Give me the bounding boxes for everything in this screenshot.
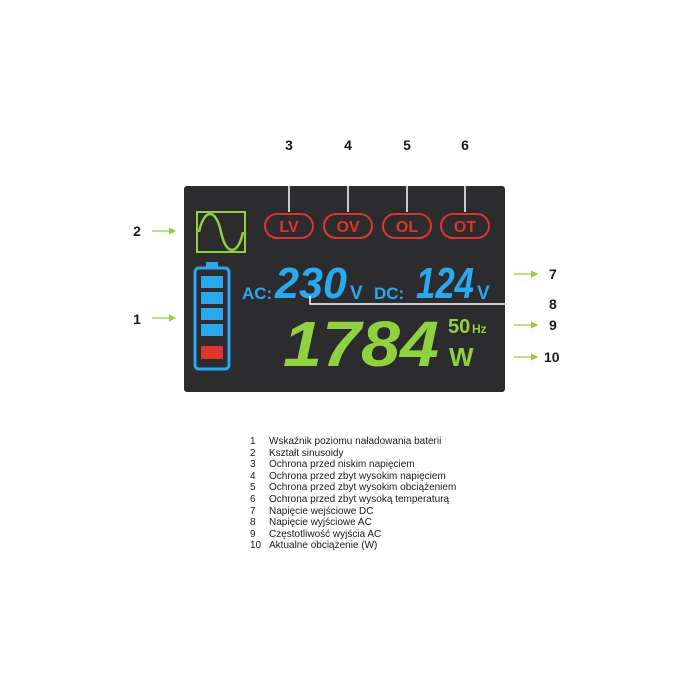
legend-item: 2 Kształt sinusoidy — [250, 448, 456, 460]
frequency-value: 50 — [448, 316, 470, 338]
ot-indicator-label: OT — [454, 219, 476, 236]
dc-label: DC: — [374, 284, 404, 303]
legend-item-number: 5 — [250, 482, 256, 494]
lv-indicator-label: LV — [279, 219, 299, 236]
lv-indicator — [264, 213, 314, 239]
callout-waveform-number: 2 — [133, 223, 141, 239]
ac-label: AC: — [242, 284, 272, 303]
callout-frequency-number: 9 — [549, 317, 557, 333]
callout-dc-input-number: 7 — [549, 266, 557, 282]
sine-wave-icon — [196, 211, 246, 253]
callout-ol-number: 5 — [403, 137, 411, 153]
callout-lv-number: 3 — [285, 137, 293, 153]
legend-item-text: Ochrona przed niskim napięciem — [269, 459, 415, 471]
legend-item-number: 2 — [250, 447, 256, 459]
legend-item-number: 9 — [250, 528, 256, 540]
callout-ac-output-number: 8 — [549, 296, 557, 312]
dc-voltage-value: 124 — [416, 259, 474, 308]
ac-voltage-value: 230 — [274, 259, 347, 308]
ov-indicator — [323, 213, 373, 239]
load-unit: W — [449, 342, 474, 372]
battery-icon — [193, 262, 231, 371]
legend-item: 6 Ochrona przed zbyt wysoką temperaturą — [250, 494, 456, 506]
ac-voltage-unit: V — [350, 283, 363, 304]
dc-input-readout: DC: 124 V — [374, 259, 490, 308]
ol-indicator — [382, 213, 432, 239]
legend-item-text: Kształt sinusoidy — [269, 447, 344, 459]
ol-indicator-label: OL — [396, 219, 418, 236]
left-callouts: 2 1 — [133, 223, 177, 327]
legend-item: 9 Częstotliwość wyjścia AC — [250, 529, 456, 541]
ac-output-readout: AC: 230 V — [242, 259, 363, 308]
load-readout: 1784 50 Hz W — [283, 308, 487, 380]
legend-item-text: Aktualne obciążenie (W) — [269, 540, 378, 552]
ot-indicator — [440, 213, 490, 239]
battery-segment — [201, 324, 223, 336]
legend-item-number: 1 — [250, 436, 256, 447]
legend-item-number: 7 — [250, 505, 256, 517]
legend-item: 3 Ochrona przed niskim napięciem — [250, 459, 456, 471]
legend-item: 7 Napięcie wejściowe DC — [250, 506, 456, 518]
battery-segment-active — [201, 346, 223, 359]
dc-voltage-unit: V — [477, 283, 490, 304]
ov-indicator-label: OV — [336, 219, 359, 236]
legend-item-text: Wskaźnik poziomu naładowania baterii — [269, 436, 442, 447]
callout-load-number: 10 — [544, 349, 560, 365]
legend-item: 10 Aktualne obciążenie (W) — [250, 540, 456, 552]
right-callouts: 7 8 9 10 — [514, 266, 560, 365]
legend-list: 1 Wskaźnik poziomu naładowania baterii 2 K… — [250, 436, 456, 552]
callout-battery-number: 1 — [133, 311, 141, 327]
legend-item-number: 4 — [250, 470, 256, 482]
callout-ov-number: 4 — [344, 137, 352, 153]
battery-segment — [201, 292, 223, 304]
callout-ac-output-line — [309, 296, 534, 305]
legend-item: 1 Wskaźnik poziomu naładowania baterii — [250, 436, 456, 448]
legend-item-number: 3 — [250, 459, 256, 471]
legend-item-text: Częstotliwość wyjścia AC — [269, 528, 382, 540]
legend-item-text: Napięcie wyjściowe AC — [269, 517, 372, 529]
legend-item-text: Ochrona przed zbyt wysokim obciążeniem — [269, 482, 457, 494]
battery-body — [193, 266, 231, 371]
battery-segment — [201, 276, 223, 288]
legend-item-number: 8 — [250, 517, 256, 529]
legend-item-text: Ochrona przed zbyt wysokim napięciem — [269, 470, 446, 482]
legend-item-text: Ochrona przed zbyt wysoką temperaturą — [269, 493, 450, 505]
legend-item-number: 6 — [250, 493, 256, 505]
battery-segment — [201, 308, 223, 320]
legend-item: 4 Ochrona przed zbyt wysokim napięciem — [250, 471, 456, 483]
indicator-pills: LV OV OL OT — [264, 213, 490, 239]
legend-item-number: 10 — [250, 540, 262, 552]
indicator-callouts: 3 4 5 6 — [285, 137, 469, 212]
callout-ot-number: 6 — [461, 137, 469, 153]
legend-item-text: Napięcie wejściowe DC — [269, 505, 374, 517]
load-value: 1784 — [283, 308, 439, 380]
frequency-unit: Hz — [472, 322, 487, 336]
legend-item: 8 Napięcie wyjściowe AC — [250, 517, 456, 529]
legend-item: 5 Ochrona przed zbyt wysokim obciążeniem — [250, 482, 456, 494]
dc-decimal-point — [438, 292, 444, 298]
